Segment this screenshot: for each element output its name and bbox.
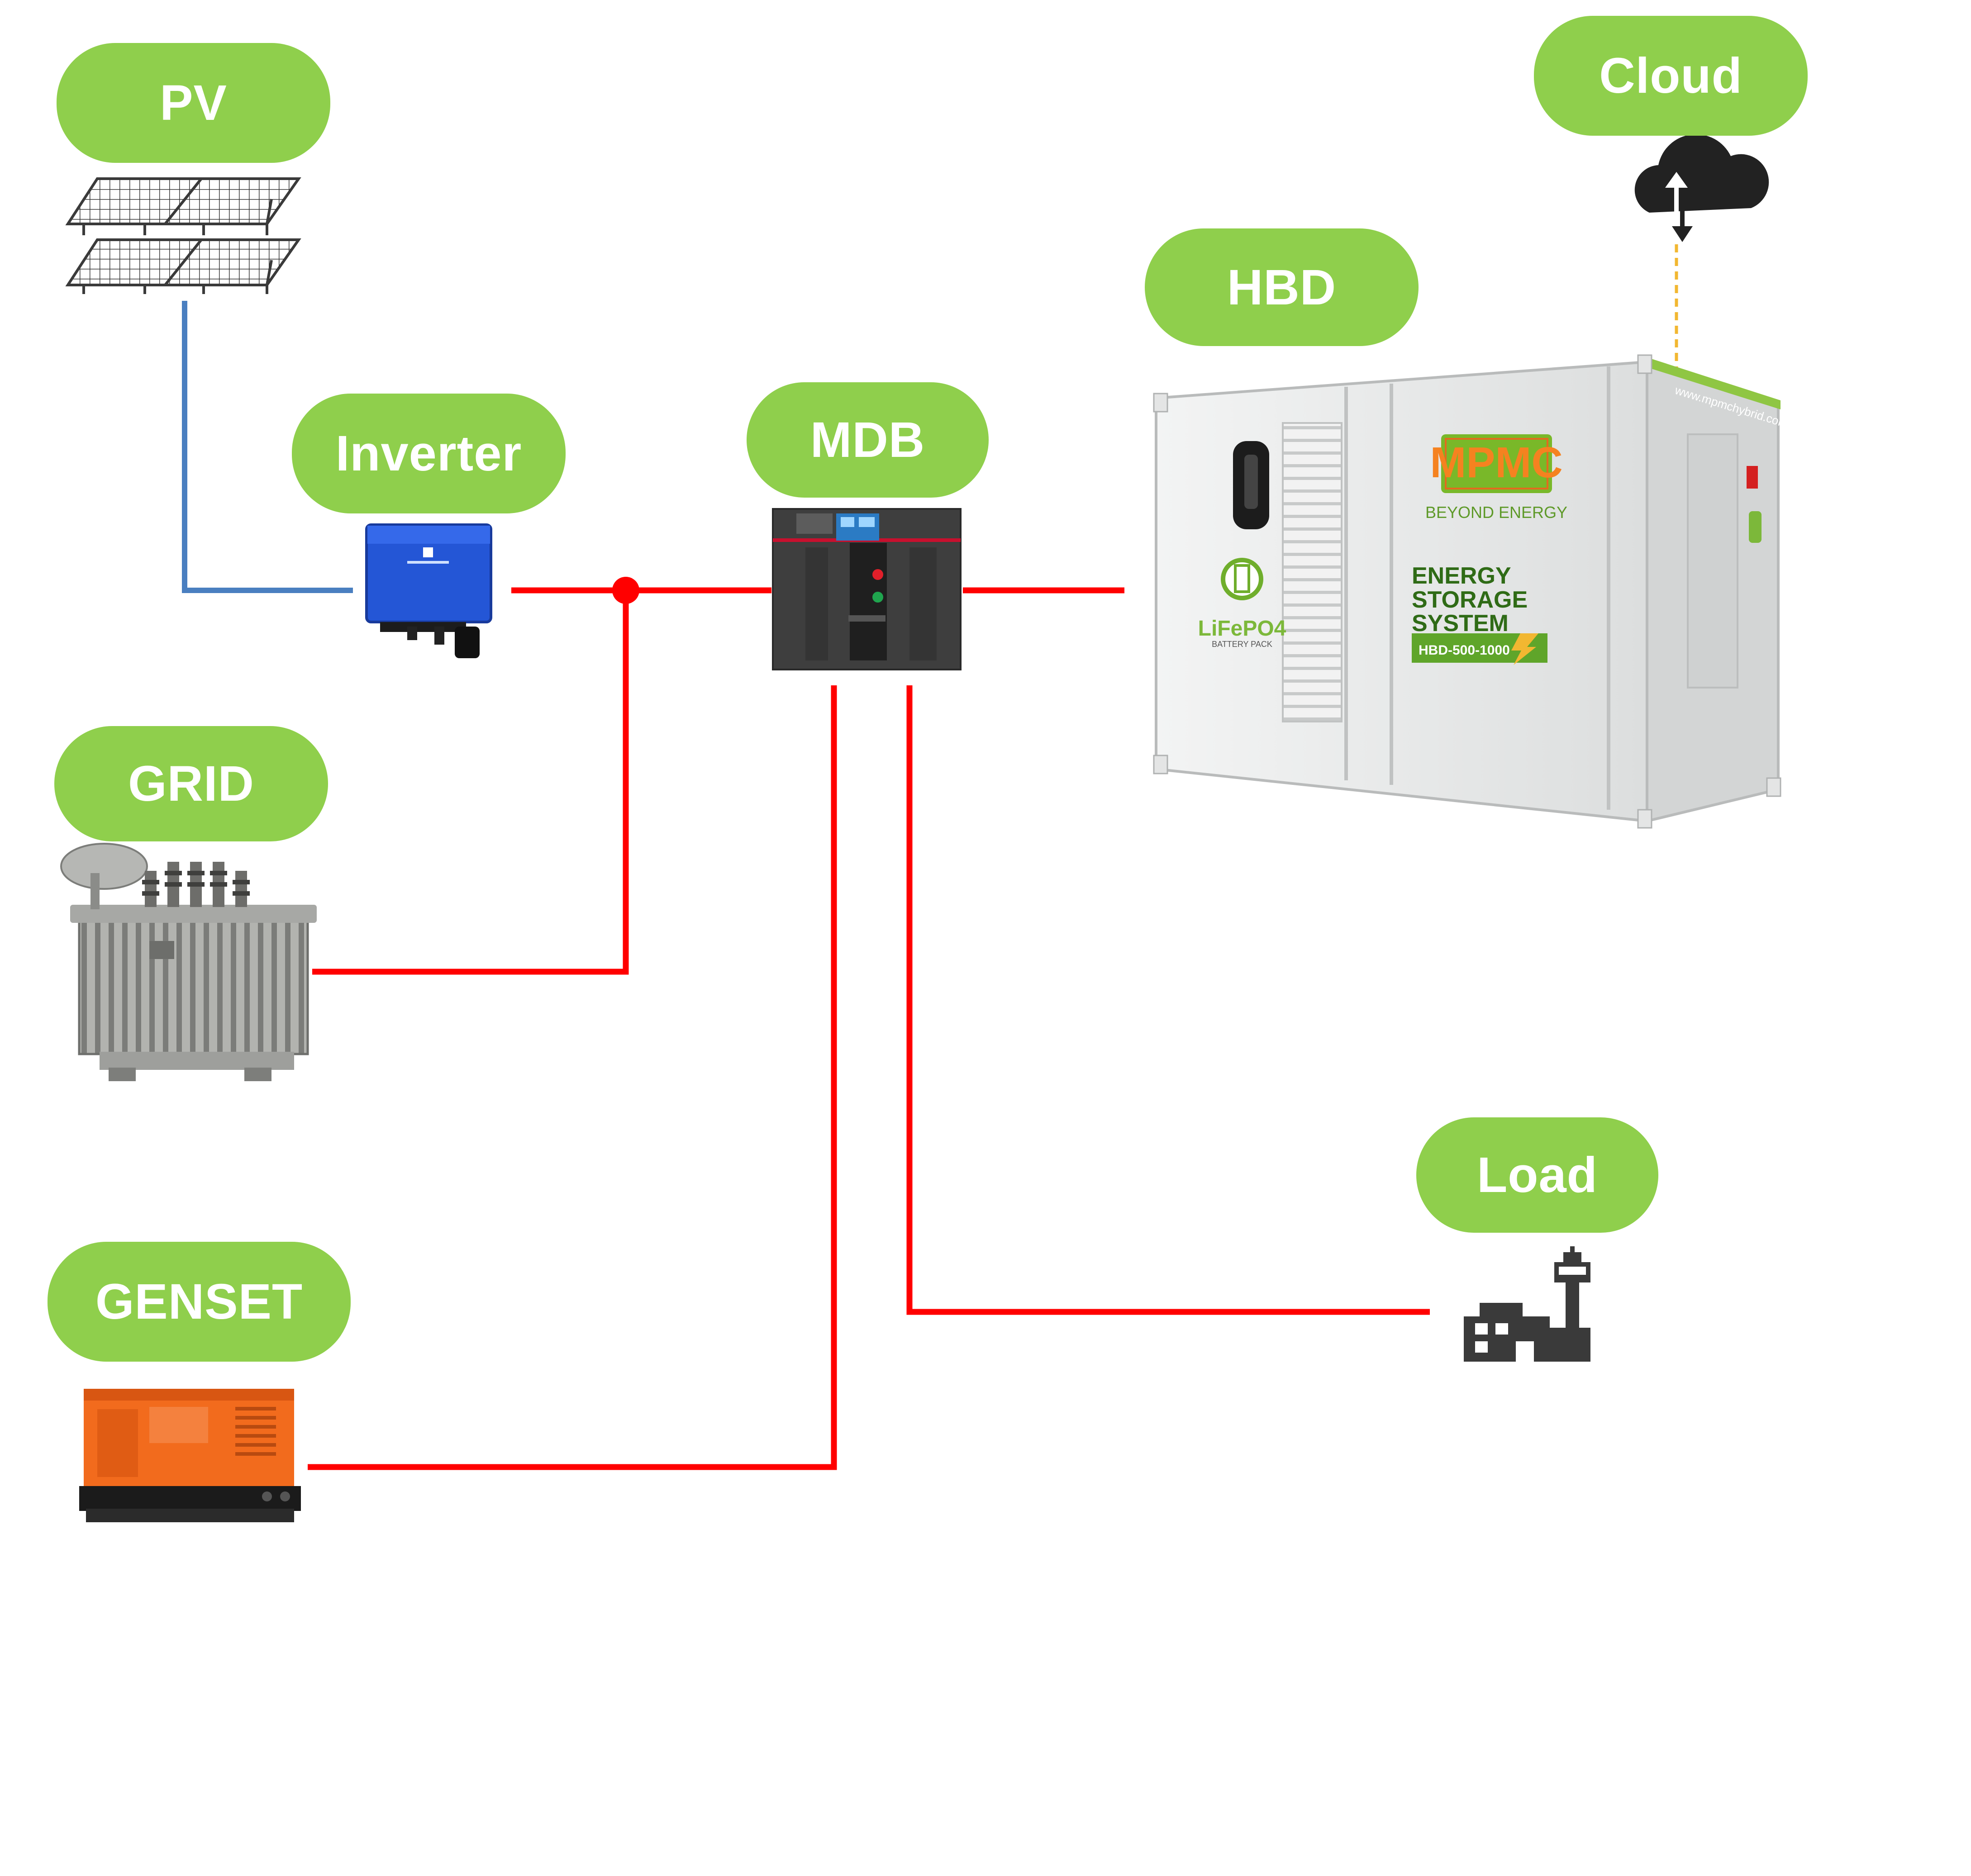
container-battery-sub: BATTERY PACK <box>1212 640 1272 649</box>
storage-container-icon <box>1153 354 1781 829</box>
label-load: Load <box>1416 1117 1658 1233</box>
label-genset: GENSET <box>48 1242 351 1362</box>
breaker-icon <box>772 508 962 670</box>
solar-panel-icon <box>65 177 301 294</box>
container-brand: MPMC <box>1430 438 1562 487</box>
label-grid: GRID <box>54 726 328 841</box>
cloud-sync-icon <box>1634 134 1769 242</box>
label-pv: PV <box>57 43 330 163</box>
grid-line <box>312 590 629 975</box>
transformer-icon <box>60 843 317 1081</box>
power-lines <box>308 587 1430 1470</box>
genset-line <box>308 685 837 1470</box>
label-hbd: HBD <box>1145 228 1419 346</box>
label-cloud: Cloud <box>1534 16 1808 136</box>
container-title-line3: SYSTEM <box>1412 610 1509 636</box>
pv-inverter-line <box>182 301 353 593</box>
generator-icon <box>79 1389 301 1522</box>
container-model: HBD-500-1000 <box>1419 643 1510 658</box>
label-inverter: Inverter <box>292 394 566 513</box>
load-line <box>906 685 1430 1315</box>
container-title-line2: STORAGE <box>1412 587 1528 613</box>
label-mdb: MDB <box>747 382 989 498</box>
junction-node <box>612 577 639 604</box>
factory-icon <box>1464 1246 1590 1362</box>
container-tagline: BEYOND ENERGY <box>1425 503 1567 522</box>
inverter-icon <box>365 523 492 658</box>
container-battery-label: LiFePO4 <box>1198 617 1286 641</box>
container-title-line1: ENERGY <box>1412 563 1511 589</box>
